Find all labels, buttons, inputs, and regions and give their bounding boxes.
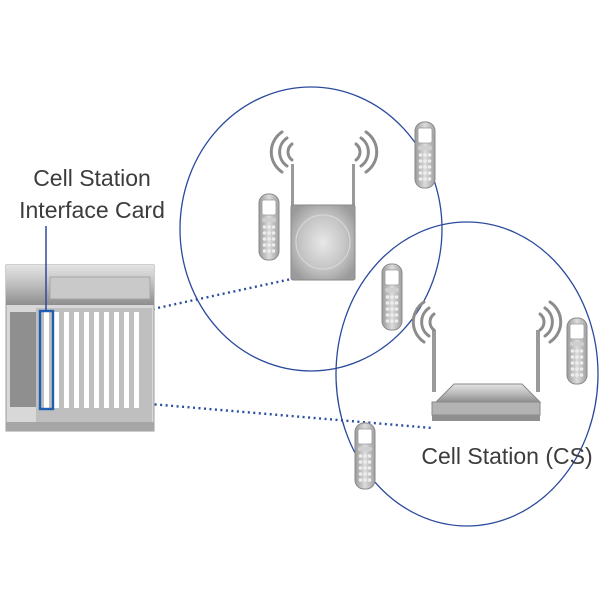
- wireless-signal-icon: [354, 130, 379, 174]
- cordless-phone-icon: [566, 317, 588, 385]
- link-line-small-cs: [55, 276, 297, 332]
- cordless-phone-icon: [381, 263, 403, 331]
- interface-card-label-line1: Cell Station: [33, 165, 151, 191]
- cell-station-icon: [431, 330, 542, 421]
- wireless-signal-icon: [269, 130, 294, 174]
- pbx-cabinet-icon: [5, 264, 155, 432]
- coverage-area-2: [335, 221, 599, 527]
- cordless-phone-icon: [258, 193, 280, 261]
- coverage-area-1: [179, 86, 443, 372]
- link-line-large-cs: [55, 394, 433, 430]
- cordless-phone-icon: [414, 121, 436, 189]
- cell-station-label: Cell Station (CS): [421, 443, 592, 469]
- cordless-phone-icon: [354, 422, 376, 490]
- interface-card-label-line2: Interface Card: [19, 197, 165, 223]
- wireless-signal-icon: [411, 300, 436, 344]
- indoor-cell-station-icon: [290, 164, 356, 281]
- wireless-signal-icon: [538, 300, 563, 344]
